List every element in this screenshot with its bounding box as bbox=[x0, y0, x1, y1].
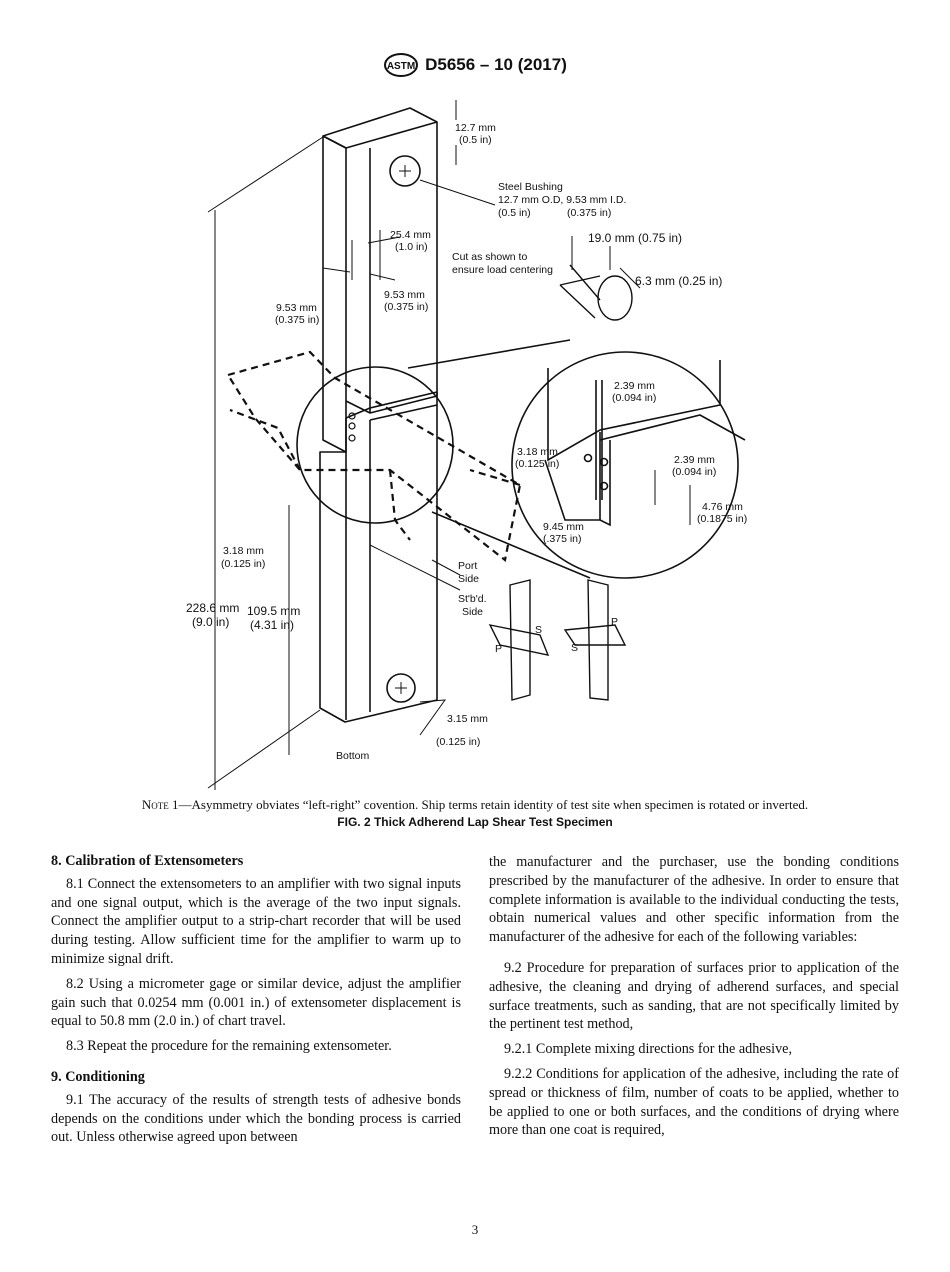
cut-note-line1: Cut as shown to bbox=[452, 251, 527, 263]
dim-318-detail-mm: 3.18 mm bbox=[517, 446, 558, 458]
bushing-dims: 12.7 mm O.D, 9.53 mm I.D. bbox=[498, 194, 626, 206]
bottom-label: Bottom bbox=[336, 750, 370, 762]
upper-bushing-icon bbox=[389, 155, 421, 187]
dim-945-mm: 9.45 mm bbox=[543, 521, 584, 533]
stbd-label-2: Side bbox=[462, 606, 483, 618]
figure-note: Note 1—Asymmetry obviates “left-right” c… bbox=[0, 797, 950, 813]
bushing-id-in: (0.375 in) bbox=[567, 207, 611, 219]
bushing-od-in: (0.5 in) bbox=[498, 207, 531, 219]
paragraph-8-3: 8.3 Repeat the procedure for the remaini… bbox=[66, 1038, 392, 1055]
dim-gap-mm: 3.15 mm bbox=[447, 713, 488, 725]
section-9-heading: 9. Conditioning bbox=[51, 1068, 145, 1085]
dim-overlap-mm: 3.18 mm bbox=[223, 545, 264, 557]
dim-476-mm: 4.76 mm bbox=[702, 501, 743, 513]
dim-half-length-in: (4.31 in) bbox=[250, 618, 294, 632]
side-view-s-label-2: S bbox=[571, 642, 578, 654]
note-text: —Asymmetry obviates “left-right” coventi… bbox=[178, 797, 809, 812]
paragraph-9-1-continued: the manufacturer and the purchaser, use … bbox=[489, 854, 899, 946]
dim-half-length-mm: 109.5 mm bbox=[247, 604, 300, 618]
paragraph-9-2-2: 9.2.2 Conditions for application of the … bbox=[489, 1065, 899, 1139]
dim-thick-right-in: (0.375 in) bbox=[384, 301, 428, 313]
dim-239a-mm: 2.39 mm bbox=[614, 380, 655, 392]
dim-cut-63: 6.3 mm (0.25 in) bbox=[635, 274, 722, 288]
dim-overlap-in: (0.125 in) bbox=[221, 558, 265, 570]
dim-318-detail-in: (0.125 in) bbox=[515, 458, 559, 470]
astm-logo-text: ASTM bbox=[387, 61, 415, 72]
stbd-label-1: St'b'd. bbox=[458, 593, 487, 605]
paragraph-9-1: 9.1 The accuracy of the results of stren… bbox=[51, 1091, 461, 1146]
paragraph-8-2: 8.2 Using a micrometer gage or similar d… bbox=[51, 975, 461, 1030]
dim-total-length-mm: 228.6 mm bbox=[186, 601, 239, 615]
right-column: the manufacturer and the purchaser, use … bbox=[489, 853, 899, 1146]
dim-thick-left-in: (0.375 in) bbox=[275, 314, 319, 326]
dim-239b-in: (0.094 in) bbox=[672, 466, 716, 478]
dim-thick-right-mm: 9.53 mm bbox=[384, 289, 425, 301]
bushing-title: Steel Bushing bbox=[498, 181, 563, 193]
paragraph-8-1: 8.1 Connect the extensometers to an ampl… bbox=[51, 875, 461, 967]
astm-logo-icon: ASTM bbox=[384, 53, 419, 77]
detail-callout-circle bbox=[296, 366, 454, 524]
dim-476-in: (0.1875 in) bbox=[697, 513, 747, 525]
side-view-s-label-1: S bbox=[535, 624, 542, 636]
lower-adherend bbox=[319, 391, 438, 723]
figure-caption: FIG. 2 Thick Adherend Lap Shear Test Spe… bbox=[337, 815, 613, 829]
cut-note-line2: ensure load centering bbox=[452, 264, 553, 276]
dim-thick-left-mm: 9.53 mm bbox=[276, 302, 317, 314]
dim-total-length-in: (9.0 in) bbox=[192, 615, 229, 629]
paragraph-9-2: 9.2 Procedure for preparation of surface… bbox=[489, 959, 899, 1033]
port-label-1: Port bbox=[458, 560, 477, 572]
side-view-p-label-1: P bbox=[495, 643, 502, 655]
dim-gap-in: (0.125 in) bbox=[436, 736, 480, 748]
lap-shear-specimen-figure: 12.7 mm (0.5 in) Steel Bushing 12.7 mm O… bbox=[186, 100, 747, 790]
dim-945-in: (.375 in) bbox=[543, 533, 582, 545]
paragraph-9-2-1: 9.2.1 Complete mixing directions for the… bbox=[504, 1041, 793, 1058]
standard-designation: D5656 – 10 (2017) bbox=[425, 55, 567, 74]
detail-magnified-circle bbox=[511, 351, 739, 579]
dim-top-width-mm: 12.7 mm bbox=[455, 122, 496, 134]
page-number: 3 bbox=[471, 1222, 479, 1237]
dim-width-mm: 25.4 mm bbox=[390, 229, 431, 241]
side-view-p-label-2: P bbox=[611, 616, 618, 628]
lower-bushing-icon bbox=[386, 673, 416, 703]
left-column: 8. Calibration of Extensometers 8.1 Conn… bbox=[51, 852, 461, 1153]
dim-cut-19: 19.0 mm (0.75 in) bbox=[588, 231, 682, 245]
port-label-2: Side bbox=[458, 573, 479, 585]
dim-width-in: (1.0 in) bbox=[395, 241, 428, 253]
note-prefix: Note 1 bbox=[141, 797, 179, 812]
page-header: ASTM D5656 – 10 (2017) bbox=[0, 52, 950, 83]
dim-239b-mm: 2.39 mm bbox=[674, 454, 715, 466]
dim-top-width-in: (0.5 in) bbox=[459, 134, 492, 146]
upper-adherend bbox=[322, 107, 438, 414]
section-8-heading: 8. Calibration of Extensometers bbox=[51, 853, 244, 869]
dim-239a-in: (0.094 in) bbox=[612, 392, 656, 404]
